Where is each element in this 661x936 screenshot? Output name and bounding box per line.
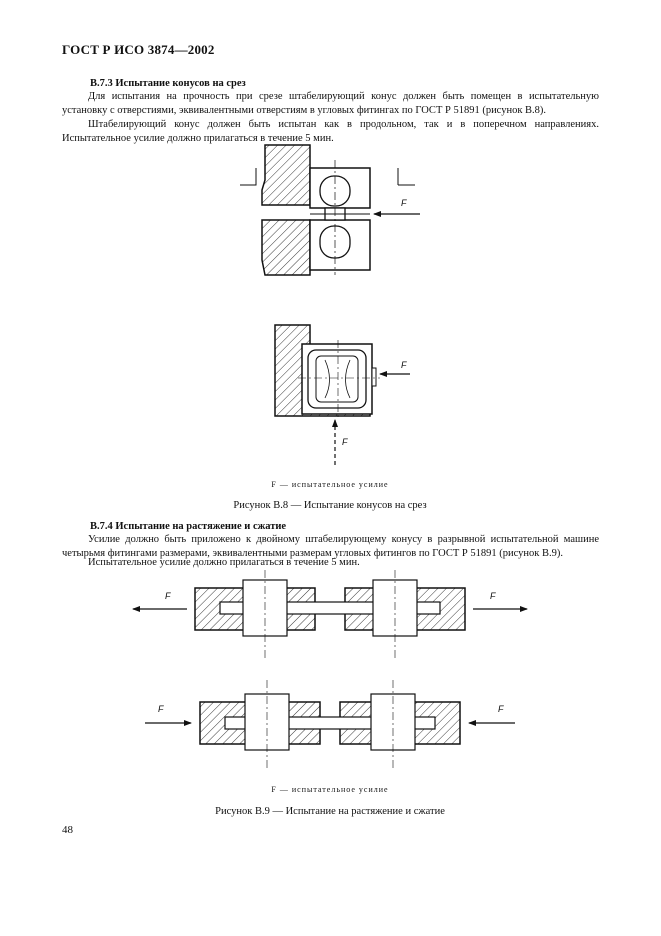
figure-b9-caption: Рисунок В.9 — Испытание на растяжение и … — [215, 806, 445, 817]
figure-b8-top-force-label: F — [401, 198, 407, 208]
figure-b9-tension-drawing — [132, 570, 528, 660]
section-b73-paragraph-1: Для испытания на прочность при срезе шта… — [62, 91, 599, 116]
figure-b9-compression-drawing — [145, 680, 515, 770]
section-b74-paragraph-1: Усилие должно быть приложено к двойному … — [62, 534, 599, 559]
document-header: ГОСТ Р ИСО 3874—2002 — [62, 42, 215, 57]
figure-b9-legend: F — испытательное усилие — [271, 785, 389, 794]
figure-b8-legend: F — испытательное усилие — [271, 480, 389, 489]
figure-b9-tension-force-label-left: F — [165, 591, 171, 601]
page-number: 48 — [62, 824, 73, 836]
section-b74-title: B.7.4 Испытание на растяжение и сжатие — [90, 521, 287, 532]
figure-b8-bottom-force-label-vertical: F — [342, 437, 348, 447]
figure-b8-bottom-force-label-horizontal: F — [401, 360, 407, 370]
section-b74-paragraph-2: Испытательное усилие должно прилагаться … — [88, 557, 360, 568]
figure-b9-compression-force-label-left: F — [158, 704, 164, 714]
figure-b8-bottom-drawing — [274, 324, 410, 465]
section-b73-title: B.7.3 Испытание конусов на срез — [90, 78, 246, 89]
figure-b9-compression-force-label-right: F — [498, 704, 504, 714]
figure-b8-top-drawing — [240, 144, 420, 276]
figure-b8-caption: Рисунок В.8 — Испытание конусов на срез — [233, 500, 427, 511]
figure-b9-tension-force-label-right: F — [490, 591, 496, 601]
section-b73-paragraph-2: Штабелирующий конус должен быть испытан … — [62, 119, 599, 144]
